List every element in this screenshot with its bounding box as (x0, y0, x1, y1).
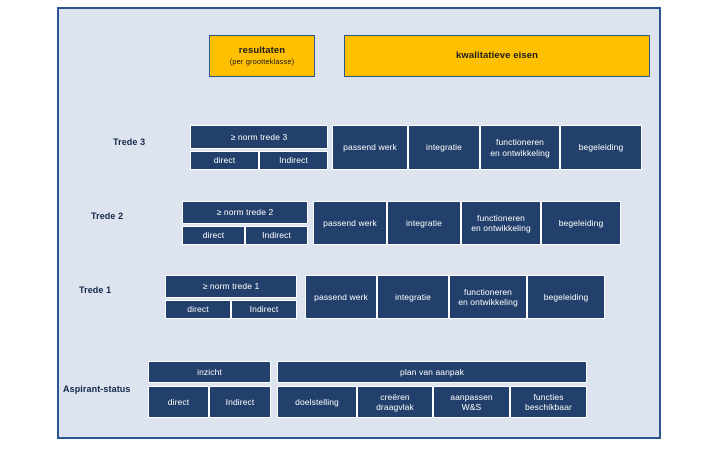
trede-1-passend-werk-box: passend werk (305, 275, 377, 319)
trede-2-direct-box: direct (182, 226, 245, 245)
trede-1-passend-werk-line1: passend werk (314, 291, 368, 302)
row-label-trede-1: Trede 1 (79, 285, 112, 295)
trede-3-passend-werk-line1: passend werk (343, 142, 397, 153)
aspirant-aanpassen-ws-box: aanpassen W&S (433, 386, 510, 418)
trede-1-integratie-box: integratie (377, 275, 449, 319)
header-box-resultaten: resultaten (per grootteklasse) (209, 35, 315, 77)
trede-1-indirect-box: Indirect (231, 300, 297, 319)
aspirant-creeren-line1: creëren (380, 391, 410, 402)
trede-2-integratie-box: integratie (387, 201, 461, 245)
aspirant-creeren-line2: draagvlak (376, 402, 414, 412)
aspirant-functies-beschikbaar-box: functies beschikbaar (510, 386, 587, 418)
aspirant-doelstelling-box: doelstelling (277, 386, 357, 418)
trede-3-integratie-line1: integratie (426, 142, 462, 153)
header-kwalitatieve-eisen-title: kwalitatieve eisen (455, 50, 539, 62)
diagram-frame: resultaten (per grootteklasse) kwalitati… (57, 7, 661, 439)
trede-2-integratie-line1: integratie (406, 217, 442, 228)
aspirant-indirect-box: Indirect (209, 386, 271, 418)
aspirant-aanpassen-line1: aanpassen (450, 391, 493, 402)
trede-2-functioneren-line2: en ontwikkeling (471, 223, 531, 233)
trede-1-direct-box: direct (165, 300, 231, 319)
trede-3-passend-werk-box: passend werk (332, 125, 408, 170)
trede-2-norm-box: ≥ norm trede 2 (182, 201, 308, 224)
aspirant-doelstelling-line1: doelstelling (295, 396, 339, 407)
trede-1-begeleiding-box: begeleiding (527, 275, 605, 319)
trede-3-indirect-box: Indirect (259, 151, 328, 170)
trede-2-begeleiding-line1: begeleiding (558, 217, 604, 228)
trede-2-indirect-box: Indirect (245, 226, 308, 245)
row-label-trede-3: Trede 3 (113, 137, 146, 147)
trede-2-functioneren-line1: functioneren (477, 212, 525, 223)
trede-3-functioneren-line2: en ontwikkeling (490, 147, 550, 158)
aspirant-plan-van-aanpak-box: plan van aanpak (277, 361, 587, 383)
trede-3-integratie-box: integratie (408, 125, 480, 170)
trede-3-norm-box: ≥ norm trede 3 (190, 125, 328, 149)
trede-2-functioneren-box: functioneren en ontwikkeling (461, 201, 541, 245)
trede-3-begeleiding-box: begeleiding (560, 125, 642, 170)
row-label-aspirant-status: Aspirant-status (63, 384, 131, 394)
trede-2-passend-werk-line1: passend werk (323, 217, 377, 228)
trede-2-begeleiding-box: begeleiding (541, 201, 621, 245)
trede-3-direct-box: direct (190, 151, 259, 170)
aspirant-aanpassen-line2: W&S (461, 402, 482, 412)
trede-2-passend-werk-box: passend werk (313, 201, 387, 245)
header-box-kwalitatieve-eisen: kwalitatieve eisen (344, 35, 650, 77)
trede-1-functioneren-line2: en ontwikkeling (458, 297, 518, 307)
trede-1-begeleiding-line1: begeleiding (543, 291, 589, 302)
header-resultaten-subtitle: (per grootteklasse) (229, 56, 295, 66)
trede-3-functioneren-line1: functioneren (496, 137, 544, 148)
trede-3-begeleiding-line1: begeleiding (578, 142, 624, 153)
trede-1-functioneren-box: functioneren en ontwikkeling (449, 275, 527, 319)
aspirant-direct-box: direct (148, 386, 209, 418)
trede-3-functioneren-box: functioneren en ontwikkeling (480, 125, 560, 170)
trede-1-functioneren-line1: functioneren (464, 286, 512, 297)
header-resultaten-title: resultaten (238, 45, 286, 57)
aspirant-inzicht-box: inzicht (148, 361, 271, 383)
aspirant-functies-line2: beschikbaar (525, 402, 572, 412)
trede-1-integratie-line1: integratie (395, 291, 431, 302)
aspirant-functies-line1: functies (533, 391, 564, 402)
trede-1-norm-box: ≥ norm trede 1 (165, 275, 297, 298)
aspirant-creeren-draagvlak-box: creëren draagvlak (357, 386, 433, 418)
row-label-trede-2: Trede 2 (91, 211, 124, 221)
